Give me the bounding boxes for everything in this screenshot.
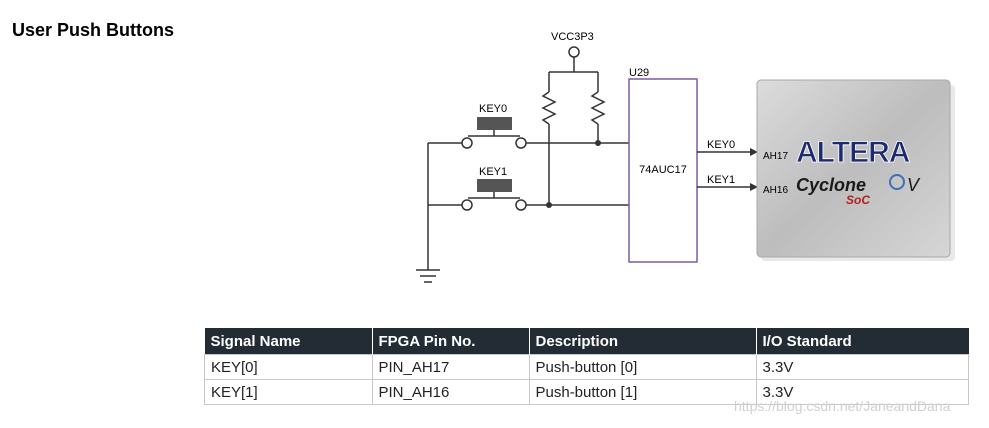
fpga-chip: AH17 AH16 ALTERA Cyclone V SoC [756,79,955,261]
vcc-terminal [568,46,580,58]
chip-variant-logo: SoC [846,193,870,207]
table-row: KEY[0] PIN_AH17 Push-button [0] 3.3V [204,354,969,380]
cell-description: Push-button [1] [528,379,757,405]
pin-ah17-label: AH17 [763,151,788,162]
out-key0-label: KEY0 [707,139,735,151]
ic-reference: U29 [629,67,649,79]
cell-fpga-pin: PIN_AH16 [371,379,530,405]
table-header-row: Signal Name FPGA Pin No. Description I/O… [204,328,969,355]
cell-description: Push-button [0] [528,354,757,380]
header-io-standard: I/O Standard [756,328,969,355]
key1-button: KEY1 [461,166,527,211]
ic-part-number: 74AUC17 [639,164,687,176]
out-key1-label: KEY1 [707,174,735,186]
table-row: KEY[1] PIN_AH16 Push-button [1] 3.3V [204,379,969,405]
key0-label: KEY0 [479,103,507,115]
cyclone-swirl-icon [889,174,905,190]
ground-symbol [416,269,440,283]
cell-signal-name: KEY[1] [204,379,373,405]
pin-assignment-table: Signal Name FPGA Pin No. Description I/O… [204,328,969,405]
key0-button: KEY0 [461,103,527,149]
cell-fpga-pin: PIN_AH17 [371,354,530,380]
header-signal-name: Signal Name [204,328,373,355]
chip-family-logo: Cyclone [796,175,866,195]
chip-brand-logo: ALTERA [796,136,910,169]
cell-io-standard: 3.3V [755,379,969,405]
pin-ah16-label: AH16 [763,185,788,196]
cell-io-standard: 3.3V [755,354,969,380]
pullup-resistor-2 [590,72,606,143]
page-title: User Push Buttons [12,20,175,40]
vcc-label: VCC3P3 [551,31,594,43]
push-button-schematic: VCC3P3 KEY0 KEY1 [416,31,955,283]
key1-label: KEY1 [479,166,507,178]
ic-box [628,78,698,263]
chip-version-logo: V [907,175,921,195]
header-description: Description [529,328,757,355]
header-fpga-pin: FPGA Pin No. [372,328,530,355]
cell-signal-name: KEY[0] [204,354,373,380]
watermark-text: https://blog.csdn.net/JaneandDana [734,398,951,414]
pullup-resistor-1 [541,72,557,205]
